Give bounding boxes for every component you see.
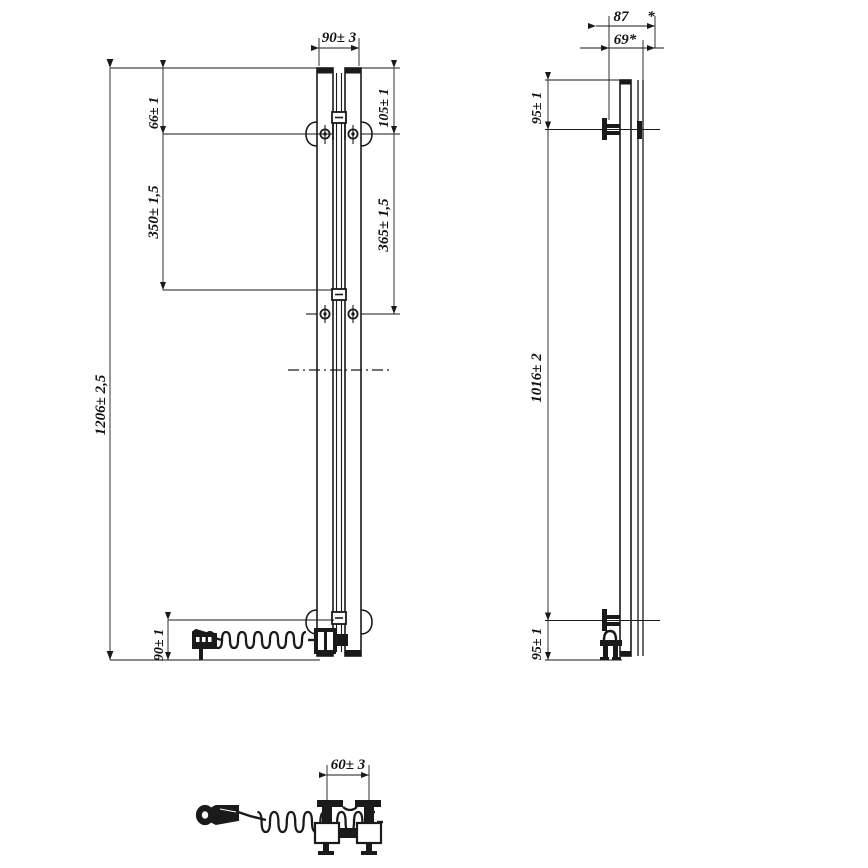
dim-label-side-overall-height: 1016± 2 — [529, 353, 545, 403]
side-profile-body — [619, 79, 632, 657]
bottom-stem-left — [322, 807, 332, 823]
front-right-rail — [344, 67, 362, 657]
side-bracket-lower-arm-b — [607, 622, 620, 626]
front-view-geometry — [192, 67, 394, 660]
dim-label-side-top-offset: 95± 1 — [530, 92, 545, 124]
side-plug-pin-a — [603, 646, 608, 658]
dim-label-front-top-offset: 66± 1 — [147, 97, 162, 129]
dim-label-front-overall-height: 1206± 2,5 — [93, 374, 109, 435]
front-plug-earth-tail — [199, 648, 203, 660]
side-profile-cap — [620, 80, 631, 85]
bottom-housing-left — [313, 821, 341, 845]
front-connector-upper-legs — [332, 123, 346, 140]
front-bracket-upper — [305, 111, 373, 147]
dim-label-front-width: 90± 3 — [322, 30, 357, 46]
front-element-block — [314, 628, 348, 654]
side-bracket-lower — [562, 609, 660, 631]
bottom-view-dimensions — [319, 765, 370, 800]
front-plug-pin-a — [196, 637, 200, 642]
front-view-dimensions — [106, 38, 400, 661]
bottom-cable-lead — [237, 810, 267, 822]
dim-label-front-bracket-spacing-right: 365± 1,5 — [376, 198, 392, 253]
bottom-cap-left — [317, 800, 343, 807]
side-bracket-upper-arm-b — [607, 131, 620, 135]
bottom-plug-head-hole — [201, 811, 209, 819]
side-plug-foot-a — [600, 657, 609, 661]
front-plug-pin-b — [202, 637, 206, 642]
dim-label-front-bracket-spacing-left: 350± 1,5 — [146, 185, 162, 240]
side-view-geometry — [562, 79, 660, 661]
bottom-stem-right — [364, 807, 374, 823]
front-left-rail — [316, 67, 334, 657]
front-left-rail-cap — [317, 68, 333, 74]
dim-label-side-depth-total-marker: * — [647, 9, 655, 25]
bottom-connector-block — [313, 800, 383, 855]
side-bracket-upper-arm-a — [607, 124, 620, 128]
side-profile-foot — [620, 651, 631, 656]
front-right-rail-cap — [345, 68, 361, 74]
front-bracket-bottom-left-arc — [305, 609, 318, 635]
front-element-link — [336, 634, 348, 646]
dim-label-front-top-right-offset: 105± 1 — [377, 88, 392, 127]
side-view-dimensions — [545, 16, 664, 661]
bottom-cap-right — [355, 800, 381, 807]
dim-label-bottom-width: 60± 3 — [331, 757, 366, 773]
bottom-housing-bridge — [339, 828, 357, 838]
side-bracket-lower-arm-a — [607, 615, 620, 619]
bottom-plug-body-line — [219, 808, 237, 813]
bottom-foot-right — [366, 843, 372, 854]
side-plug-loop — [602, 629, 618, 641]
front-plug-pin-c — [208, 637, 212, 642]
dim-label-side-depth-total: 87 — [614, 9, 630, 25]
side-element-plug — [600, 629, 622, 661]
bottom-foot-left — [323, 843, 329, 854]
side-plug-pin-b — [613, 646, 618, 658]
bottom-link-curve — [342, 806, 358, 812]
dim-label-side-depth-inner: 69* — [614, 32, 637, 48]
front-right-rail-foot — [345, 650, 361, 656]
side-plug-foot-b — [612, 657, 621, 661]
bottom-view-geometry — [195, 800, 383, 855]
front-bracket-bottom — [305, 609, 373, 635]
dim-label-front-bottom-offset: 90± 1 — [152, 629, 167, 661]
bottom-foot-pad-right — [361, 851, 377, 855]
front-bracket-bottom-right-arc — [360, 609, 373, 635]
bottom-housing-right — [355, 821, 383, 845]
front-power-cable — [192, 628, 314, 660]
dim-label-side-bottom-offset: 95± 1 — [530, 628, 545, 660]
side-plug-body — [600, 640, 622, 646]
front-element-slot-a — [318, 632, 324, 650]
side-bracket-upper — [562, 118, 660, 140]
bottom-foot-pad-left — [318, 851, 334, 855]
front-element-slot-b — [327, 632, 333, 650]
